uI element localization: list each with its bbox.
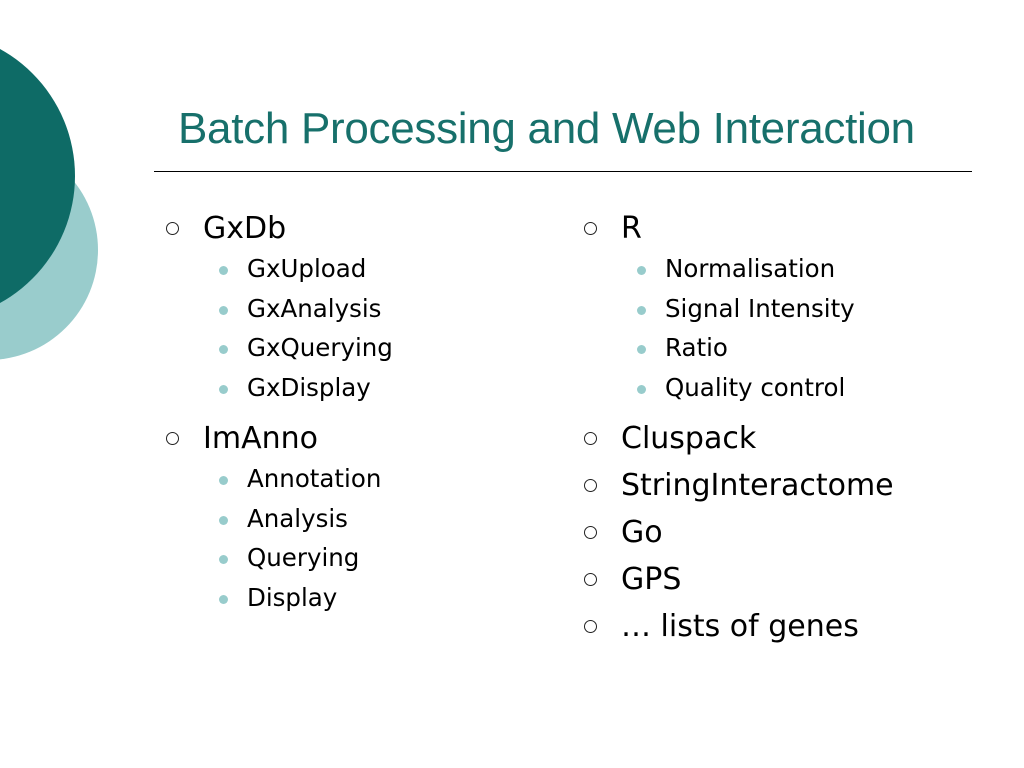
- hollow-circle-bullet-icon: [166, 432, 179, 445]
- sub-item: Display: [166, 582, 393, 625]
- list-item-cluspack: Cluspack: [584, 419, 894, 466]
- hollow-circle-bullet-icon: [584, 479, 597, 492]
- dot-bullet-icon: [637, 384, 646, 394]
- sub-item: Querying: [166, 545, 393, 585]
- list-item-stringinteractome: StringInteractome: [584, 466, 894, 513]
- title-underline: [154, 171, 972, 172]
- dark-teal-circle: [0, 49, 75, 303]
- dot-bullet-icon: [219, 305, 228, 315]
- level1-item: StringInteractome: [584, 466, 894, 513]
- sub-item-label: Quality control: [665, 372, 846, 402]
- sub-item-label: Analysis: [247, 503, 348, 533]
- sub-item-label: Ratio: [665, 333, 728, 362]
- level1-item: Go: [584, 513, 894, 560]
- hollow-circle-bullet-icon: [584, 222, 597, 235]
- level1-label: Cluspack: [621, 421, 757, 456]
- sub-item: Analysis: [166, 503, 393, 546]
- right-column: R Normalisation Signal Intensity Ratio Q…: [584, 209, 894, 654]
- hollow-circle-bullet-icon: [584, 620, 597, 633]
- dot-bullet-icon: [637, 345, 646, 354]
- list-item-imanno: ImAnno Annotation Analysis Querying Disp…: [166, 419, 393, 624]
- sub-item: GxAnalysis: [166, 293, 393, 336]
- sub-item-label: Annotation: [247, 464, 382, 493]
- level1-label: GPS: [621, 562, 682, 597]
- sub-list: Normalisation Signal Intensity Ratio Qua…: [584, 256, 894, 414]
- sub-item: Annotation: [166, 466, 393, 506]
- list-item-lists-of-genes: … lists of genes: [584, 607, 894, 654]
- sub-item-label: GxQuerying: [247, 333, 393, 362]
- level1-label: StringInteractome: [621, 468, 894, 503]
- hollow-circle-bullet-icon: [584, 432, 597, 445]
- list-item-go: Go: [584, 513, 894, 560]
- dot-bullet-icon: [219, 384, 228, 394]
- level1-item: GPS: [584, 560, 894, 607]
- sub-item: Normalisation: [584, 256, 894, 296]
- level1-item: GxDb: [166, 209, 393, 256]
- level1-label: GxDb: [203, 211, 287, 246]
- level1-item: ImAnno: [166, 419, 393, 466]
- sub-item: Ratio: [584, 335, 894, 375]
- sub-item-label: GxDisplay: [247, 372, 371, 402]
- level1-label: Go: [621, 515, 663, 550]
- level1-item: R: [584, 209, 894, 256]
- dot-bullet-icon: [219, 515, 228, 525]
- dot-bullet-icon: [219, 345, 228, 354]
- dot-bullet-icon: [219, 476, 228, 485]
- slide-title: Batch Processing and Web Interaction: [178, 104, 915, 153]
- dot-bullet-icon: [219, 594, 228, 604]
- dot-bullet-icon: [637, 305, 646, 315]
- sub-item-label: Display: [247, 582, 338, 612]
- dot-bullet-icon: [219, 555, 228, 564]
- hollow-circle-bullet-icon: [584, 526, 597, 539]
- level1-label: ImAnno: [203, 421, 318, 456]
- dot-bullet-icon: [219, 266, 228, 275]
- sub-item-label: GxAnalysis: [247, 293, 382, 323]
- sub-item: GxDisplay: [166, 372, 393, 415]
- list-item-r: R Normalisation Signal Intensity Ratio Q…: [584, 209, 894, 414]
- hollow-circle-bullet-icon: [166, 222, 179, 235]
- decorative-circles: [0, 49, 98, 360]
- level1-label: R: [621, 211, 642, 246]
- sub-item: GxUpload: [166, 256, 393, 296]
- hollow-circle-bullet-icon: [584, 573, 597, 586]
- sub-list: Annotation Analysis Querying Display: [166, 466, 393, 624]
- level1-label: … lists of genes: [621, 609, 859, 644]
- sub-list: GxUpload GxAnalysis GxQuerying GxDisplay: [166, 256, 393, 414]
- sub-item: Quality control: [584, 372, 894, 415]
- sub-item: GxQuerying: [166, 335, 393, 375]
- sub-item-label: Signal Intensity: [665, 293, 855, 323]
- left-column: GxDb GxUpload GxAnalysis GxQuerying GxDi…: [166, 209, 393, 629]
- sub-item-label: GxUpload: [247, 254, 367, 283]
- sub-item-label: Normalisation: [665, 254, 836, 283]
- list-item-gxdb: GxDb GxUpload GxAnalysis GxQuerying GxDi…: [166, 209, 393, 414]
- list-item-gps: GPS: [584, 560, 894, 607]
- dot-bullet-icon: [637, 266, 646, 275]
- level1-item: … lists of genes: [584, 607, 894, 654]
- level1-item: Cluspack: [584, 419, 894, 466]
- sub-item: Signal Intensity: [584, 293, 894, 336]
- sub-item-label: Querying: [247, 543, 360, 572]
